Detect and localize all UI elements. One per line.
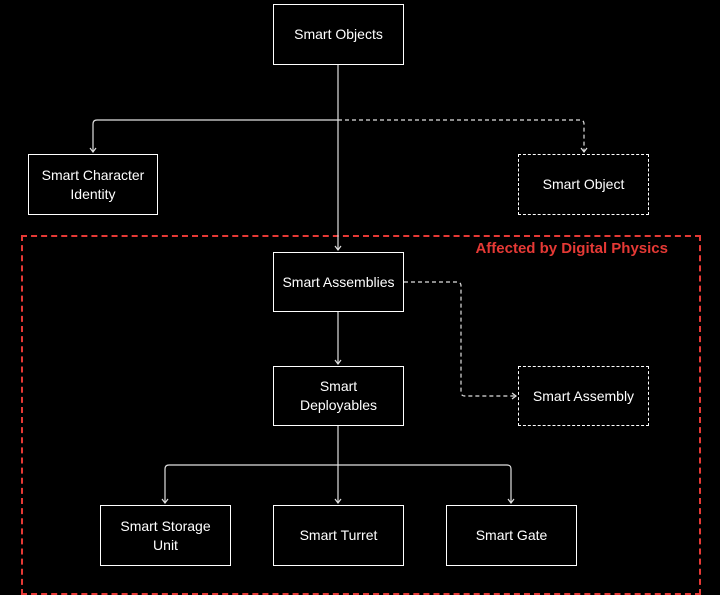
edge-assemblies-to-smart-assembly [404,281,517,400]
node-smart-character-identity: Smart Character Identity [28,154,158,215]
edge-objects-to-smart-object [338,119,588,153]
diagram-connectors [89,65,588,504]
node-smart-objects: Smart Objects [273,4,404,65]
node-smart-gate: Smart Gate [446,505,577,566]
zone-label: Affected by Digital Physics [475,240,668,257]
edge-objects-to-character-identity [89,119,338,153]
edge-deployables-to-storage-unit [161,464,338,504]
edge-deployables-to-gate [338,464,515,504]
node-smart-deployables: Smart Deployables [273,366,404,426]
node-smart-storage-unit: Smart Storage Unit [100,505,231,566]
node-smart-assemblies: Smart Assemblies [273,252,404,312]
node-smart-turret: Smart Turret [273,505,404,566]
node-smart-object: Smart Object [518,154,649,215]
node-smart-assembly: Smart Assembly [518,366,649,426]
